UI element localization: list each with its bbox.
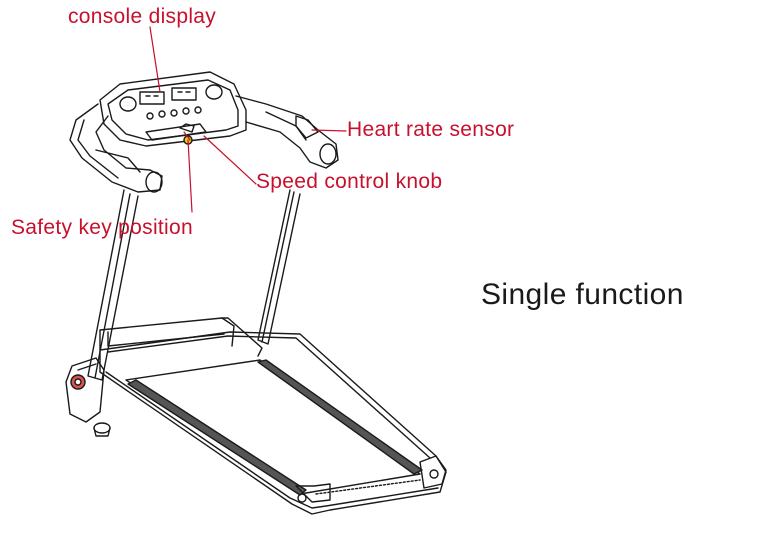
leader-heart-rate-sensor	[311, 129, 347, 132]
callout-heart-rate-sensor: Heart rate sensor	[347, 118, 515, 141]
console-housing	[99, 71, 247, 147]
console-button	[158, 110, 166, 118]
console-display-window-right	[171, 87, 197, 101]
leader-safety-key-position	[183, 131, 193, 213]
leader-lines	[149, 26, 347, 213]
handlebars	[69, 95, 339, 193]
callout-safety-key-position: Safety key position	[11, 216, 193, 239]
callout-speed-control-knob: Speed control knob	[256, 170, 443, 193]
console-display-window-left	[139, 91, 165, 105]
treadmill-deck	[93, 317, 447, 515]
caption-single-function: Single function	[481, 278, 684, 311]
treadmill-uprights	[87, 189, 301, 381]
leader-console-display	[149, 26, 161, 93]
callout-console-display: console display	[68, 5, 217, 28]
console-button	[170, 109, 178, 117]
console-button	[146, 112, 154, 120]
leader-speed-control-knob	[203, 135, 257, 185]
console-button	[182, 107, 190, 115]
console-button	[194, 106, 202, 114]
upright-base-housing	[65, 357, 105, 423]
